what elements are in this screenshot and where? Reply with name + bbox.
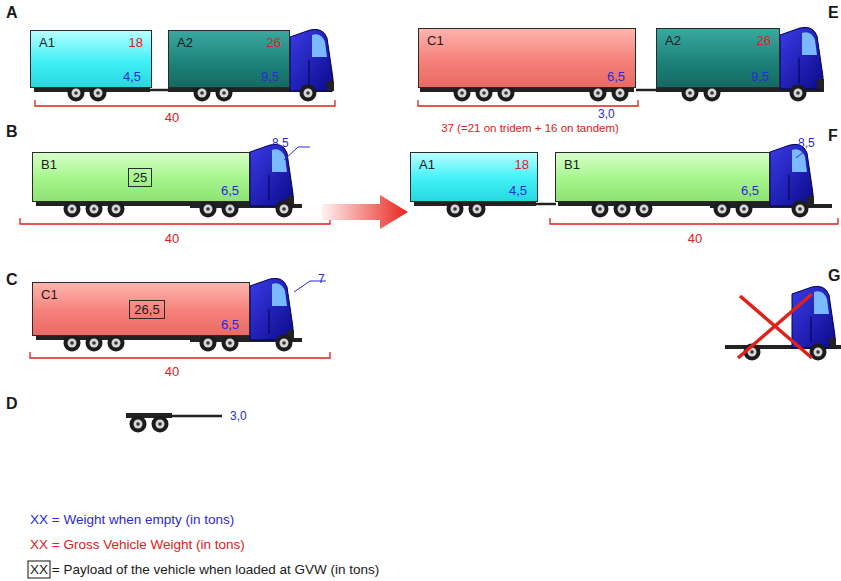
callout-number: 8,5: [798, 136, 815, 151]
length-value: 40: [165, 110, 179, 125]
vehicle-code: A1: [39, 35, 55, 50]
trailer-box: A1 18 4,5: [30, 30, 152, 88]
empty-weight: 3,0: [230, 409, 247, 424]
semitrailer-box: C1 6,5: [418, 28, 636, 88]
wheel: [790, 85, 807, 102]
length-bracket: [30, 352, 330, 358]
payload-value: 26,5: [130, 302, 164, 317]
tractor-cab: [770, 144, 814, 206]
wheel: [64, 335, 81, 352]
panel-letter: C: [6, 272, 18, 287]
panel-letter: D: [6, 396, 18, 411]
payload-value: 25: [129, 170, 151, 185]
wheel: [276, 201, 293, 218]
length-bracket: [550, 218, 838, 224]
length-bracket: [20, 218, 330, 224]
wheel: [200, 335, 217, 352]
callout-number: 8,5: [272, 136, 289, 151]
vehicle-code: C1: [41, 287, 58, 302]
drawbar: [536, 203, 556, 206]
tractor-cab: [792, 286, 836, 348]
gross-weight: 18: [129, 35, 143, 50]
wheel: [300, 85, 317, 102]
callout-number: 7: [318, 272, 325, 287]
payload-box: 26,5: [129, 300, 165, 319]
wheel: [108, 201, 125, 218]
trailer-box: A1 18 4,5: [410, 152, 538, 202]
wheel: [469, 201, 486, 218]
length-value: 37 (=21 on tridem + 16 on tandem): [441, 121, 619, 136]
wheel: [792, 201, 809, 218]
gross-weight: 18: [515, 157, 529, 172]
wheel: [86, 335, 103, 352]
drawbar: [636, 89, 656, 92]
legend-text: XX = Payload of the vehicle when loaded …: [30, 562, 379, 577]
legend-entry: XX = Weight when empty (in tons): [30, 512, 234, 528]
empty-weight: 4,5: [509, 183, 527, 198]
empty-weight: 4,5: [123, 69, 141, 84]
wheel: [810, 344, 827, 361]
tractor-cab: [250, 278, 294, 340]
truck-cab: [290, 29, 334, 91]
panel-letter: A: [6, 5, 18, 20]
gross-weight: 26: [757, 33, 771, 48]
drawbar: [150, 89, 170, 92]
semitrailer-box: B1 6,5 25: [32, 152, 250, 202]
semitrailer-box: B1 6,5: [555, 152, 770, 202]
wheel: [222, 335, 239, 352]
wheel: [714, 201, 731, 218]
vehicle-code: C1: [427, 33, 444, 48]
wheel: [614, 201, 631, 218]
length-value: 40: [688, 231, 702, 246]
length-value: 40: [165, 364, 179, 379]
wheel: [64, 201, 81, 218]
length-bracket: [418, 100, 638, 106]
empty-weight: 6,5: [607, 69, 625, 84]
empty-weight: 6,5: [221, 183, 239, 198]
vehicle-code: B1: [564, 157, 580, 172]
wheel: [200, 201, 217, 218]
wheel: [130, 416, 147, 433]
truck-body-box: A2 26 9,5: [656, 28, 780, 88]
wheel: [108, 335, 125, 352]
wheel: [447, 201, 464, 218]
vehicle-code: B1: [41, 157, 57, 172]
truck-body-box: A2 26 9,5: [168, 30, 290, 88]
wheel: [736, 201, 753, 218]
empty-weight: 6,5: [741, 183, 759, 198]
tractor-cab: [250, 144, 294, 206]
vehicle-code: A2: [665, 33, 681, 48]
wheel: [222, 201, 239, 218]
length-value: 40: [165, 231, 179, 246]
panel-letter: E: [828, 5, 839, 20]
leader-line: [796, 150, 806, 158]
vehicle-code: A2: [177, 35, 193, 50]
wheel: [86, 201, 103, 218]
legend-text: XX = Weight when empty (in tons): [30, 512, 234, 527]
cross-mark: [738, 294, 812, 358]
empty-weight: 9,5: [751, 69, 769, 84]
drawbar: [172, 415, 222, 418]
legend-text: XX = Gross Vehicle Weight (in tons): [30, 537, 245, 552]
wheel: [152, 416, 169, 433]
conversion-arrow: [322, 195, 408, 229]
truck-cab: [780, 27, 824, 89]
empty-weight: 6,5: [221, 317, 239, 332]
panel-letter: B: [6, 124, 18, 139]
legend-entry: XX = Gross Vehicle Weight (in tons): [30, 537, 245, 553]
legend-entry: XX = Payload of the vehicle when loaded …: [30, 562, 379, 578]
panel-letter: G: [828, 268, 840, 283]
payload-box: 25: [128, 168, 152, 187]
gross-weight: 26: [267, 35, 281, 50]
wheel: [636, 201, 653, 218]
wheel: [276, 335, 293, 352]
length-bracket: [35, 100, 335, 106]
empty-weight: 9,5: [261, 69, 279, 84]
empty-weight: 3,0: [598, 107, 615, 122]
panel-letter: F: [828, 128, 838, 143]
semitrailer-box: C1 6,5 26,5: [32, 282, 250, 336]
vehicle-code: A1: [419, 157, 435, 172]
wheel: [592, 201, 609, 218]
